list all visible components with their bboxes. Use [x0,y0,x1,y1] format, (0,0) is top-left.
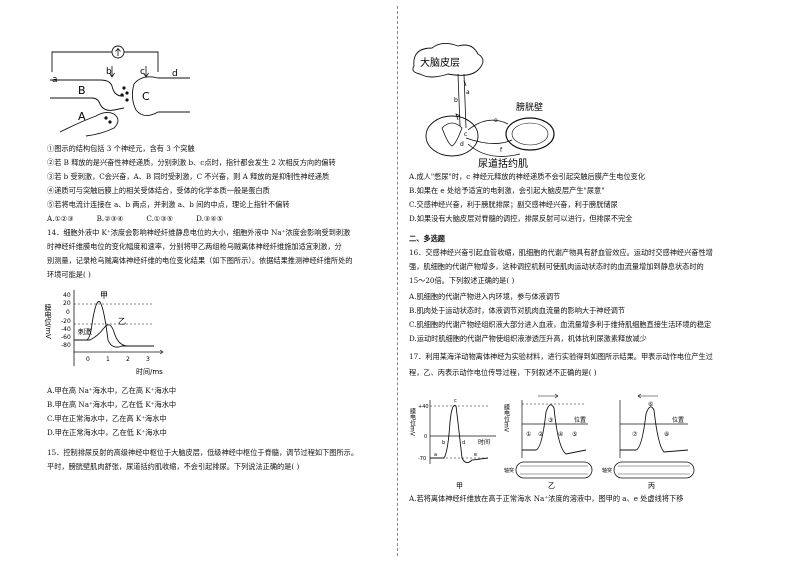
fig17-e: e [474,452,477,458]
right-column: 大脑皮层 膀胱壁 尿道括约肌 a b c d e f A.成人"憋尿"时，c 神… [398,0,794,562]
q16-option-d: D.运动时肌细胞的代谢产物使组织液渗透压升高，机体抗利尿激素释放减少 [409,334,647,343]
fig15-d: d [460,141,464,148]
left-column: a b c d B C A ①图示的结构包括 3 个神经元，含有 3 个突触 ②… [44,45,359,471]
xtick-0: 0 [86,356,90,363]
q16-option-a: A.肌细胞的代谢产物进入内环境，参与体液调节 [409,292,561,301]
ylabel: 膜电位/mV [44,303,52,339]
series-label-yi: 乙 [118,317,126,326]
fig17-n6: ⑥ [648,401,653,408]
ytick-m80: -80 [61,342,71,349]
q14-option-c: C.甲在正常海水中，乙在高 K⁺海水中 [47,414,167,423]
label-c: c [140,67,145,77]
fig17-n8: ⑧ [664,431,669,438]
q14-line-2: 时神经纤维膜电位的变化幅度和速率，分别将甲乙两组枪乌贼离体神经纤维施加适宜刺激，… [47,242,342,251]
fig17-pos-bing: 位置 [672,416,684,424]
label-C: C [142,90,150,103]
label-B: B [78,84,86,97]
q13-option-4: ④递质可与突触后膜上的相关受体结合，受体的化学本质一般是蛋白质 [47,186,270,195]
sphincter-label: 尿道括约肌 [478,157,528,168]
xtick-3: 3 [146,356,150,363]
fig17-n4: ④ [558,431,563,438]
reflex-diagram: 大脑皮层 膀胱壁 尿道括约肌 a b c d e f [412,43,555,168]
label-A: A [78,110,86,123]
fig15-a: a [466,89,470,96]
q14-option-b: B.甲在高 Na⁺海水中，乙在低 K⁺海水中 [47,400,177,409]
q15-option-d: D.如果没有大脑皮层对脊髓的调控，排尿反射可以进行，但排尿不完全 [409,214,633,223]
fig17-bing-label: 丙 [648,482,655,490]
synapse-diagram: a b c d B C A [50,45,190,137]
ytick-20: 20 [63,300,71,307]
fig15-f: f [500,147,503,154]
q13-option-3: ③若 b 受刺激，C会兴奋，A、B 同时受刺激，C 不兴奋，则 A 释放的是抑制… [47,172,330,181]
ytick-m40: -40 [61,326,71,333]
series-label-jia: 甲 [100,291,108,300]
fig17-axon-bing: 轴突 [602,467,612,474]
q13-choices: A.①②③ B.②③④ C.①③⑤ D.③④⑤ [47,214,224,223]
fig17-tick-0: 0 [424,434,427,440]
q17-option-a: A.若将离体神经纤维放在高于正常海水 Na⁺浓度的溶液中，图甲的 a、e 处虚线… [409,494,684,503]
fig17-n5: ⑤ [572,431,577,438]
xlabel: 时间/ms [136,367,163,376]
column-divider [397,6,398,556]
q14-line-1: 14．细胞外液中 K⁺浓度会影响神经纤维静息电位的大小，细胞外液中 Na⁺浓度会… [47,228,351,237]
label-d: d [172,69,178,79]
q16-line-1: 16．交感神经兴奋引起血管收缩，肌细胞的代谢产物具有舒血管效应。运动时交感神经兴… [409,248,713,257]
q15-option-a: A.成人"憋尿"时，c 神经元释放的神经递质不会引起突触后膜产生电位变化 [409,172,646,181]
q13-option-5: ⑤若将电流计连接在 a、b 两点，并刺激 a、b 间的中点，理论上指针不偏转 [47,200,290,209]
fig17-c: c [454,398,457,404]
membrane-potential-chart: 膜电位/mV 40 20 0 -20 -40 -60 -80 0 1 2 3 时… [44,290,164,376]
fig17-yi-ylabel: 膜电位mV [503,403,510,433]
q15-line-1: 15．控制排尿反射的高级神经中枢位于大脑皮层，低级神经中枢位于脊髓，调节过程如下… [47,448,359,457]
q15-option-b: B.如果在 e 处给予适宜的电刺激，会引起大脑皮层产生"尿意" [409,186,605,195]
ytick-m60: -60 [61,334,71,341]
stimulus-label: 刺激 [78,327,92,336]
ytick-40: 40 [63,292,71,299]
q14-option-a: A.甲在高 Na⁺海水中，乙在高 K⁺海水中 [47,386,177,395]
fig17-a: a [434,452,437,458]
fig17-n1: ① [526,431,531,438]
fig17-pos-yi: 位置 [574,416,586,424]
q17-line-1: 17．利用某海洋动物离体神经为实验材料，进行实验得到如图所示结果。甲表示动作电位… [409,352,713,361]
action-potential-figures: 膜电位mV +40 0 -70 时间 a b c d e 甲 膜电位mV 位置 … [409,393,695,490]
fig17-tick-40: +40 [418,404,429,410]
ytick-m20: -20 [61,318,71,325]
xtick-2: 2 [126,356,130,363]
q14-option-d: D.甲在正常海水中，乙在低 K⁺海水中 [47,428,167,437]
fig15-e: e [494,117,498,124]
fig15-b: b [454,97,458,104]
fig17-n3: ③ [548,417,553,424]
fig15-c: c [464,131,467,138]
fig17-axon-yi: 轴突 [504,467,514,474]
q17-line-2: 程，乙、丙表示动作电位传导过程，下列叙述不正确的是( ) [409,368,597,377]
fig17-tick-m70: -70 [418,456,426,462]
q16-line-3: 15～20倍。下列叙述正确的是( ) [409,276,515,285]
fig17-jia-label: 甲 [456,482,463,490]
xtick-1: 1 [106,356,110,363]
fig17-b: b [442,440,445,446]
bladder-label: 膀胱壁 [516,101,543,113]
fig17-time: 时间 [478,438,490,446]
fig17-n7: ⑦ [632,431,638,438]
fig17-yi-label: 乙 [548,482,555,490]
q16-option-b: B.肌肉处于运动状态时，体液调节对肌肉血流量的影响大于神经调节 [409,306,626,315]
q15-option-c: C.交感神经兴奋，利于膀胱排尿；副交感神经兴奋，利于膀胱储尿 [409,200,618,209]
cortex-label: 大脑皮层 [420,56,460,69]
ytick-0: 0 [66,309,70,316]
fig17-n2: ② [538,431,544,438]
label-b: b [106,67,112,77]
q13-option-2: ②若 B 释放的是兴奋性神经递质，分别刺激 b、c点时，指针都会发生 2 次相反… [47,158,336,167]
fig17-d: d [462,440,465,446]
fig17-jia-ylabel: 膜电位mV [409,407,416,437]
q15-line-2: 平时，膀胱壁肌肉舒张，尿道括约肌收缩，不会引起排尿。下列说法正确的是( ) [47,462,300,471]
label-a: a [52,75,58,85]
q16-line-2: 强，肌细胞的代谢产物增多，这种调控机制可使肌肉运动状态时的血流量增加到静息状态时… [409,262,704,271]
q14-line-3: 别测量，记录枪乌贼离体神经纤维的电位变化结果（如下图所示）。依据结果推测神经纤维… [47,256,353,265]
section-heading: 二、多选题 [409,234,445,243]
q16-option-c: C.肌细胞的代谢产物经组织液大部分进入血液，血流量增多利于维持肌细胞直接生活环境… [409,320,712,329]
q13-option-1: ①图示的结构包括 3 个神经元，含有 3 个突触 [47,144,195,153]
q14-line-4: 环境可能是( ) [47,270,91,279]
